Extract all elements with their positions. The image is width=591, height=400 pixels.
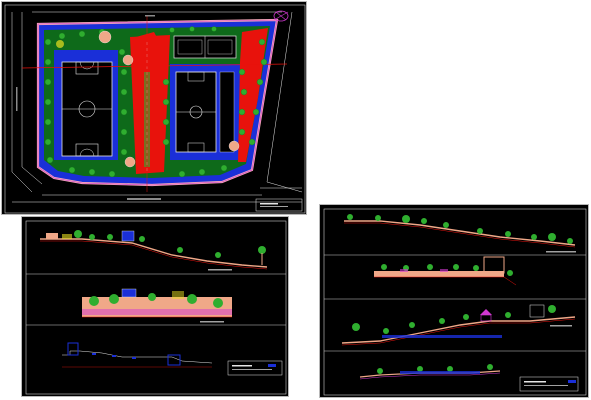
plan-inner-frame <box>4 4 306 214</box>
section-f <box>341 304 576 346</box>
site-boundary-inner <box>37 19 278 186</box>
plaza-top-left <box>98 30 112 44</box>
red-star-plaza <box>134 32 162 62</box>
street-left-outer <box>11 12 33 193</box>
north-arrow-icon <box>273 10 289 22</box>
sections-right-drawing <box>323 208 587 396</box>
section-c <box>62 342 213 368</box>
axis-line-horizontal <box>21 63 288 69</box>
street-right <box>266 11 303 193</box>
left-title-block <box>227 360 283 376</box>
sections-right-sheet <box>319 204 589 398</box>
section-a <box>40 230 268 271</box>
section-e <box>374 256 517 286</box>
section-g <box>359 364 501 380</box>
left-field-center-circle <box>78 100 96 118</box>
street-label-left <box>16 87 18 111</box>
sections-left-sheet <box>21 216 289 397</box>
sections-left-drawing <box>25 220 287 395</box>
trees-group <box>44 26 268 178</box>
plaza-bottom-center <box>124 156 136 168</box>
site-plan-sheet <box>1 1 307 215</box>
left-field-box-top <box>75 61 99 75</box>
left-field-box-bottom <box>75 143 99 157</box>
section-d <box>344 214 576 253</box>
site-plan-drawing <box>4 4 306 214</box>
right-red-strip <box>238 28 268 162</box>
street-left-inner <box>21 12 43 185</box>
right-title-block <box>519 376 579 392</box>
plan-title-block <box>255 198 303 212</box>
section-b <box>82 288 232 323</box>
